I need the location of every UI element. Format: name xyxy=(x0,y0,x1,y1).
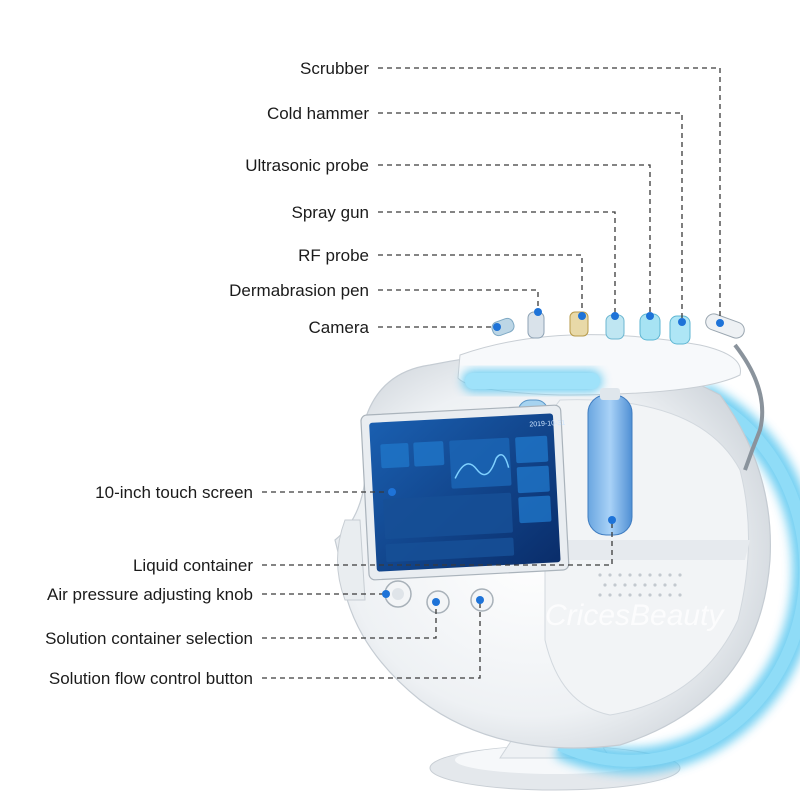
watermark: CricesBeauty xyxy=(545,599,725,632)
leader-solution-selection xyxy=(262,602,437,639)
label-rf-probe: RF probe xyxy=(298,246,369,265)
dot-camera xyxy=(493,323,501,331)
dot-dermabrasion xyxy=(534,308,542,316)
handpiece-cable xyxy=(733,343,765,471)
leader-rf-probe xyxy=(378,254,583,316)
dermabrasion-handpiece xyxy=(527,311,545,339)
inner-shelf xyxy=(555,540,750,560)
leader-liquid-container xyxy=(262,520,613,566)
label-solution-flow-button: Solution flow control button xyxy=(49,669,253,688)
marker-dots xyxy=(382,308,724,606)
screen-date: 2019-10-31 xyxy=(529,420,565,429)
label-solution-container-selection: Solution container selection xyxy=(45,629,253,648)
device-illustration: 2019-10-31 CricesBeauty xyxy=(334,311,800,791)
leader-scrubber xyxy=(378,67,721,322)
label-liquid-container: Liquid container xyxy=(133,556,253,575)
dot-air-pressure xyxy=(382,590,390,598)
leader-lines xyxy=(262,67,721,679)
camera-handpiece xyxy=(491,317,515,337)
callout-labels: Scrubber Cold hammer Ultrasonic probe Sp… xyxy=(45,59,369,688)
dot-touch-screen xyxy=(388,488,396,496)
speaker-grille xyxy=(598,573,682,597)
label-touch-screen: 10-inch touch screen xyxy=(95,483,253,502)
label-dermabrasion-pen: Dermabrasion pen xyxy=(229,281,369,300)
leader-solution-flow xyxy=(262,600,481,679)
dot-cold-hammer xyxy=(678,318,686,326)
dot-solution-selection xyxy=(432,598,440,606)
bottle-cap xyxy=(600,388,620,400)
label-cold-hammer: Cold hammer xyxy=(267,104,369,123)
top-glow-strip xyxy=(465,373,600,389)
leader-ultrasonic-probe xyxy=(378,164,651,316)
dot-liquid-container xyxy=(608,516,616,524)
dot-spray-gun xyxy=(611,312,619,320)
leader-spray-gun xyxy=(378,211,616,316)
screen-arm xyxy=(337,519,366,601)
touch-screen-assembly: 2019-10-31 xyxy=(360,404,570,581)
label-ultrasonic-probe: Ultrasonic probe xyxy=(245,156,369,175)
handpieces xyxy=(491,311,765,471)
label-scrubber: Scrubber xyxy=(300,59,369,78)
scrubber-handpiece xyxy=(705,313,745,339)
glow-ring xyxy=(557,389,800,767)
leader-cold-hammer xyxy=(378,112,683,322)
liquid-bottle-main xyxy=(587,394,633,536)
label-spray-gun: Spray gun xyxy=(292,203,370,222)
dot-ultrasonic xyxy=(646,312,654,320)
label-camera: Camera xyxy=(309,318,370,337)
leader-dermabrasion-pen xyxy=(378,289,539,312)
label-air-pressure-knob: Air pressure adjusting knob xyxy=(47,585,253,604)
dot-rf-probe xyxy=(578,312,586,320)
dot-scrubber xyxy=(716,319,724,327)
dot-solution-flow xyxy=(476,596,484,604)
